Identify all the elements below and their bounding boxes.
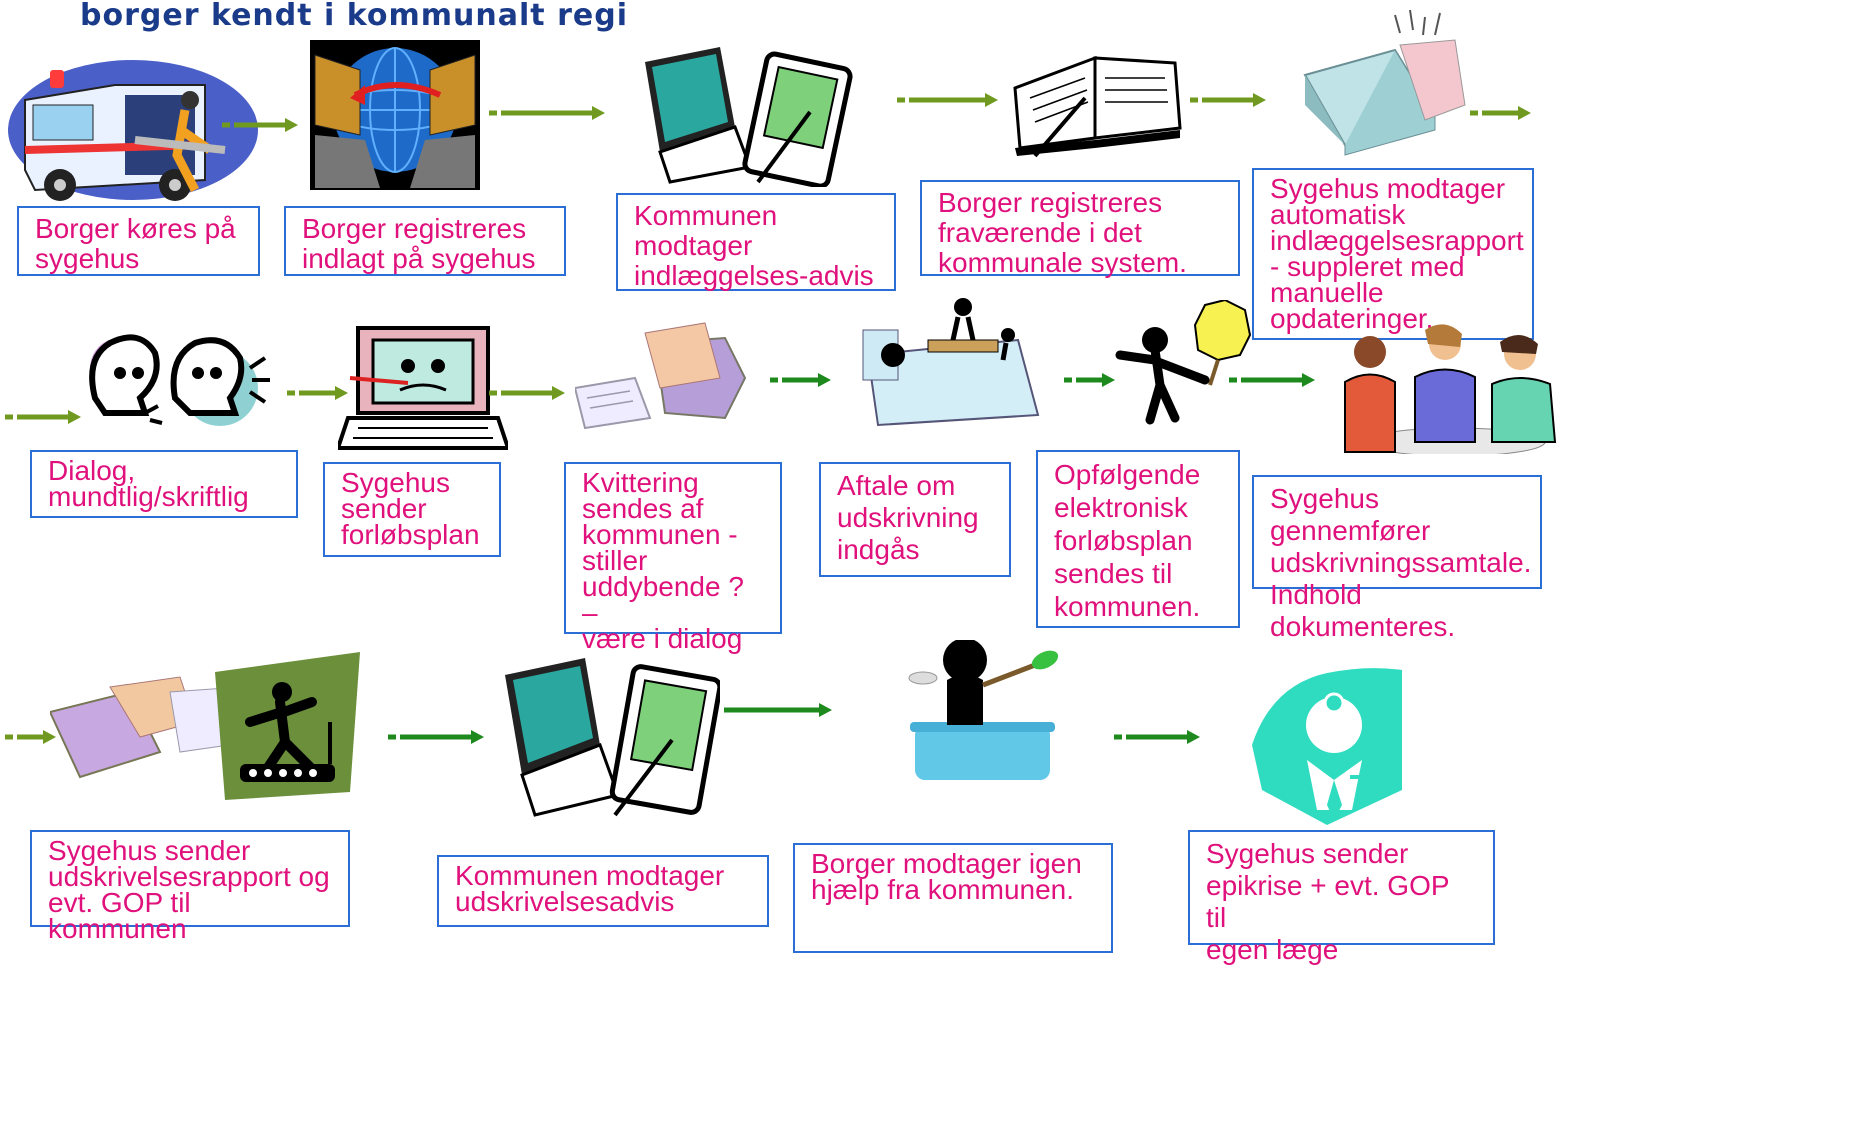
diagram-title: borger kendt i kommunalt regi [80,0,628,33]
flow-arrow [388,730,484,744]
flow-arrow [1114,730,1200,744]
fax-machine-icon [1303,9,1466,156]
open-book-icon [1013,55,1182,158]
flow-arrow [724,703,832,717]
step-box-4: Borger registreres fraværende i det komm… [920,180,1240,278]
step-box-1: Borger køres på sygehus [17,206,260,276]
computer-pda-icon [645,47,853,187]
flow-arrow [770,373,831,387]
flow-arrow [1470,106,1531,120]
step-box-8: Kvittering sendes af kommunen - stiller … [564,462,782,653]
step-box-13: Kommunen modtager udskrivelsesadvis [437,855,769,927]
network-transfer-icon [310,40,480,190]
flow-arrow [489,386,565,400]
computer-pda-icon-2 [505,658,720,817]
step-box-5: Sygehus modtager automatisk indlæggelses… [1252,168,1534,340]
step-box-14: Borger modtager igen hjælp fra kommunen. [793,843,1113,953]
flow-arrow [489,106,605,120]
stop-sign-person-icon [1115,300,1252,425]
sick-computer-icon [338,326,508,450]
doctor-icon [1252,668,1402,825]
step-box-7: Sygehus sender forløbsplan [323,462,501,557]
bathtub-icon [908,640,1059,780]
flow-arrow [287,386,348,400]
flow-arrow [1229,373,1315,387]
flow-arrow [897,93,998,107]
step-box-9: Aftale om udskrivning indgås [819,462,1011,577]
step-box-11: Sygehus gennemfører udskrivningssamtale.… [1252,475,1542,642]
bed-breakfast-icon [862,298,1040,427]
step-box-10: Opfølgende elektronisk forløbsplan sende… [1036,450,1240,628]
flow-arrow [1064,373,1115,387]
step-box-6: Dialog, mundtlig/skriftlig [30,450,298,518]
fax-treadmill-icon [50,652,360,800]
ambulance-icon [8,60,258,201]
flow-arrow [5,730,56,744]
step-box-15: Sygehus sender epikrise + evt. GOP til e… [1188,830,1495,965]
flow-arrow [1190,93,1266,107]
meeting-people-icon [1344,324,1557,454]
flow-arrow [5,410,81,424]
step-box-3: Kommunen modtager indlæggelses-advis [616,193,896,291]
step-box-12: Sygehus sender udskrivelsesrapport og ev… [30,830,350,943]
mail-printer-icon [575,322,747,430]
step-box-2: Borger registreres indlagt på sygehus [284,206,566,276]
flow-arrow [222,118,298,132]
talking-heads-icon [89,334,270,426]
